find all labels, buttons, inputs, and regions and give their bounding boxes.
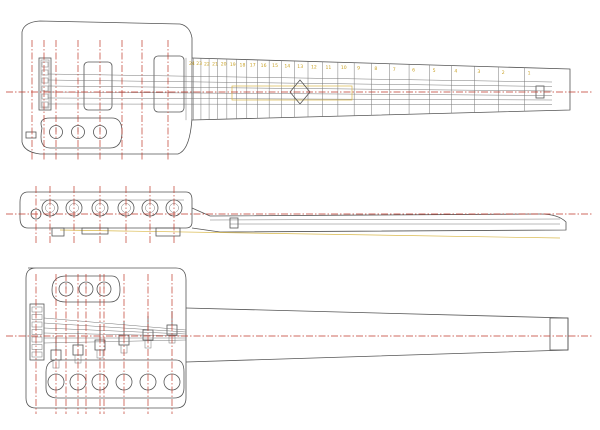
top-saddle — [41, 85, 49, 92]
fret-number-label: 1 — [528, 71, 531, 77]
back-neck-outline — [185, 307, 569, 363]
back-vertical-centerlines — [35, 274, 173, 414]
back-body-outline — [25, 267, 187, 409]
fret-number-label: 12 — [311, 64, 317, 70]
top-string — [47, 73, 553, 83]
top-saddle — [41, 61, 49, 68]
side-heel-block — [229, 217, 239, 229]
fret-number-label: 3 — [477, 69, 480, 75]
fret-number-label: 22 — [204, 61, 210, 67]
fret-number-label: 4 — [454, 69, 457, 75]
fret-number-label: 18 — [240, 62, 246, 68]
fret-number-label: 24 — [189, 61, 195, 67]
back-bridge-saddle — [31, 329, 43, 335]
back-bridge-marks — [31, 306, 43, 358]
top-inlay-strip — [231, 85, 353, 101]
top-jack-plate — [25, 131, 37, 139]
top-vertical-centerlines — [31, 40, 169, 160]
top-string — [47, 85, 553, 92]
side-vertical-centerlines — [35, 186, 175, 244]
back-bridge-saddle — [31, 314, 43, 320]
top-bridge-block — [38, 57, 52, 111]
top-inlay-diamond-icon — [289, 79, 311, 105]
top-string — [47, 79, 553, 87]
side-body-outline — [19, 191, 193, 229]
back-bridge-saddle — [31, 351, 43, 358]
top-bridge-saddles — [40, 59, 50, 109]
back-bridge-saddle — [31, 344, 43, 350]
back-tuner-cavity — [45, 359, 185, 399]
fret-number-label: 6 — [412, 67, 415, 73]
back-string-line — [43, 339, 187, 344]
side-foot-mid — [81, 227, 109, 235]
top-neck-outline — [191, 57, 571, 121]
top-frets — [185, 57, 525, 121]
top-string — [47, 91, 553, 96]
side-view — [6, 186, 592, 244]
fret-number-label: 15 — [272, 63, 278, 69]
top-pickup-neck — [83, 61, 113, 111]
back-string-line — [43, 322, 187, 333]
top-saddle — [41, 69, 49, 76]
back-headpiece — [549, 317, 569, 351]
back-string-line — [43, 317, 187, 331]
fret-number-label: 10 — [341, 65, 347, 71]
back-view — [6, 267, 592, 414]
fret-number-label: 9 — [357, 66, 360, 72]
top-saddle — [41, 101, 49, 108]
top-saddle-marks — [41, 61, 49, 108]
side-tuners — [40, 199, 184, 217]
fret-number-label: 20 — [221, 62, 227, 68]
top-string — [47, 97, 553, 101]
back-bridge-block — [29, 303, 45, 361]
back-bridge-saddle — [31, 336, 43, 343]
fret-number-label: 19 — [230, 62, 236, 68]
side-truss-rod — [59, 229, 561, 239]
side-foot-right — [155, 227, 181, 237]
back-control-cavity — [51, 275, 121, 303]
top-body-outline — [21, 20, 193, 155]
fret-number-label: 23 — [196, 61, 202, 67]
side-fretboard-top — [209, 218, 561, 221]
top-pickup-bridge — [153, 55, 185, 113]
fret-number-label: 14 — [284, 64, 290, 70]
top-saddle — [41, 93, 49, 100]
fret-number-label: 11 — [326, 65, 332, 71]
back-string-line — [43, 332, 187, 337]
back-bridge-saddle — [31, 321, 43, 328]
fret-number-label: 17 — [250, 63, 256, 69]
fret-number-label: 7 — [393, 67, 396, 73]
fret-number-label: 5 — [433, 68, 436, 74]
fret-number-label: 13 — [297, 64, 303, 70]
fret-number-label: 21 — [212, 61, 218, 67]
top-control-cavity — [40, 117, 123, 149]
top-saddle — [41, 77, 49, 84]
side-foot-left — [51, 227, 65, 237]
fret-number-label: 2 — [502, 70, 505, 76]
fret-number-label: 8 — [374, 66, 377, 72]
back-string-line — [43, 327, 187, 335]
back-bridge-saddle — [31, 306, 43, 313]
back-tuners — [47, 311, 181, 391]
fret-number-label: 16 — [261, 63, 267, 69]
back-string-lines — [43, 317, 187, 344]
